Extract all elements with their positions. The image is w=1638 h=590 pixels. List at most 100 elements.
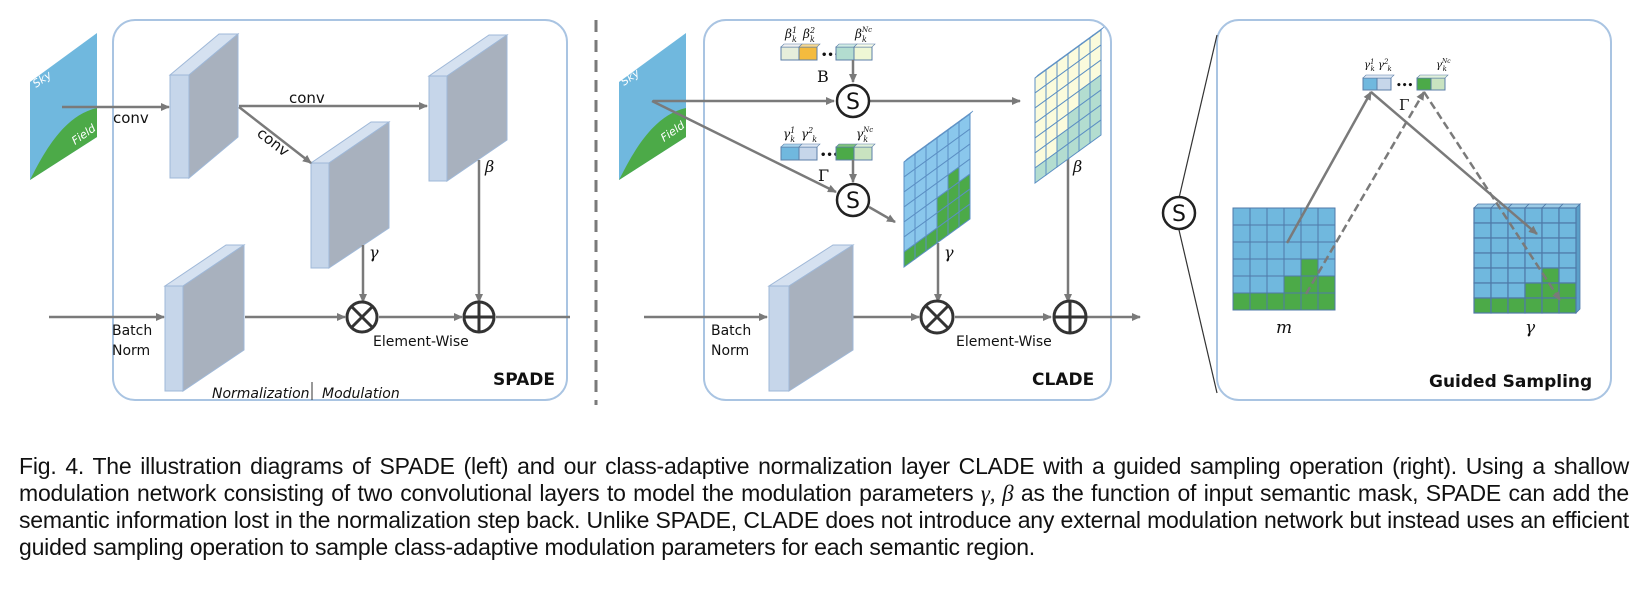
mask-cell <box>1317 292 1336 311</box>
gamma-cell <box>1473 267 1492 284</box>
norm-label: Norm <box>112 343 150 359</box>
beta-bank-symbol: B <box>817 67 829 86</box>
mask-cell <box>1266 224 1285 243</box>
map-edge <box>1089 26 1105 39</box>
mask-cell <box>1249 207 1268 226</box>
gamma-cell <box>1507 297 1526 314</box>
mask-cell <box>1232 224 1251 243</box>
guided-title: Guided Sampling <box>1429 372 1592 392</box>
gamma-cell <box>1541 252 1560 269</box>
gamma-dots: ••• <box>820 150 839 161</box>
map-cell <box>958 203 971 228</box>
mask-cell <box>1232 207 1251 226</box>
mask-cell <box>1283 275 1302 294</box>
beta-dots: ••• <box>821 50 840 61</box>
spade-title: SPADE <box>493 370 555 390</box>
mask-cell <box>1266 207 1285 226</box>
gamma-label: γ <box>944 243 954 262</box>
svg-text:S: S <box>846 90 860 115</box>
semantic-mask-grid <box>1232 207 1336 311</box>
gamma-cell <box>1524 282 1543 299</box>
gamma-cell <box>1507 267 1526 284</box>
batch-label: Batch <box>112 323 152 339</box>
gamma-cell <box>1558 267 1577 284</box>
gamma-cell <box>1490 222 1509 239</box>
svg-text:S: S <box>1172 202 1186 227</box>
gamma-cell <box>1507 252 1526 269</box>
beta-sample-op: S <box>835 83 871 119</box>
mask-cell <box>1317 207 1336 226</box>
mask-cell <box>1300 258 1319 277</box>
clade-title: CLADE <box>1032 370 1094 390</box>
mask-cell <box>1300 241 1319 260</box>
mask-cell <box>1300 292 1319 311</box>
mask-cell <box>1266 258 1285 277</box>
clade-add-op <box>1052 299 1088 335</box>
gamma-label: γ <box>369 243 379 262</box>
gamma-cell <box>1507 282 1526 299</box>
spade-panel-border <box>112 19 568 401</box>
gamma-cell <box>1490 282 1509 299</box>
spade-gamma-block <box>309 121 391 269</box>
spade-arrows <box>49 102 570 321</box>
caption-prefix: Fig. 4. The illustration diagrams of SPA… <box>19 453 1629 506</box>
clade-arrows <box>644 60 1141 321</box>
gamma-cell <box>1507 237 1526 254</box>
svg-text:•••: ••• <box>1396 81 1413 91</box>
zoom-line-bottom <box>1178 229 1218 394</box>
gamma-output-label: γ <box>1525 318 1536 338</box>
gamma-cell <box>1541 207 1560 224</box>
mask-cell <box>1232 258 1251 277</box>
guided-arrows <box>1285 91 1562 301</box>
gamma-cell <box>1541 222 1560 239</box>
gamma-cell <box>1490 297 1509 314</box>
mask-cell <box>1249 224 1268 243</box>
normalization-label: Normalization <box>212 386 310 402</box>
mask-cell <box>1232 241 1251 260</box>
guided-bank-symbol: Γ <box>1399 96 1409 114</box>
gamma-cell <box>1473 297 1492 314</box>
gamma-cell <box>1473 222 1492 239</box>
mask-cell <box>1249 258 1268 277</box>
batch-label: Batch <box>711 323 751 339</box>
clade-gamma-map <box>903 110 974 268</box>
zoom-line-top <box>1178 34 1218 199</box>
figure-canvas: Sky Field <box>30 19 1612 405</box>
gamma-cell <box>1524 237 1543 254</box>
gamma-cell <box>1473 282 1492 299</box>
mask-label: m <box>1276 318 1292 338</box>
element-wise-label: Element-Wise <box>373 334 469 350</box>
gamma-cell <box>1473 207 1492 224</box>
spade-beta-block <box>427 34 509 182</box>
gamma-cell <box>1558 282 1577 299</box>
mask-cell <box>1232 275 1251 294</box>
mask-cell <box>1317 224 1336 243</box>
element-wise-label: Element-Wise <box>956 334 1052 350</box>
norm-label: Norm <box>711 343 749 359</box>
gamma-cell <box>1541 237 1560 254</box>
mask-cell <box>1232 292 1251 311</box>
map-edge <box>958 110 974 123</box>
mask-cell <box>1317 275 1336 294</box>
gamma-cell <box>1524 252 1543 269</box>
clade-batchnorm-block <box>767 244 855 392</box>
gamma-cell <box>1558 222 1577 239</box>
gamma-cell <box>1558 237 1577 254</box>
spade-panel: Sky Field <box>30 19 570 402</box>
mask-cell <box>1266 292 1285 311</box>
gamma-2-label: γ2k <box>801 126 817 144</box>
clade-panel-border <box>703 19 1112 401</box>
gamma-output-grid <box>1473 203 1581 314</box>
gamma-cell <box>1490 267 1509 284</box>
gamma-cell <box>1524 207 1543 224</box>
